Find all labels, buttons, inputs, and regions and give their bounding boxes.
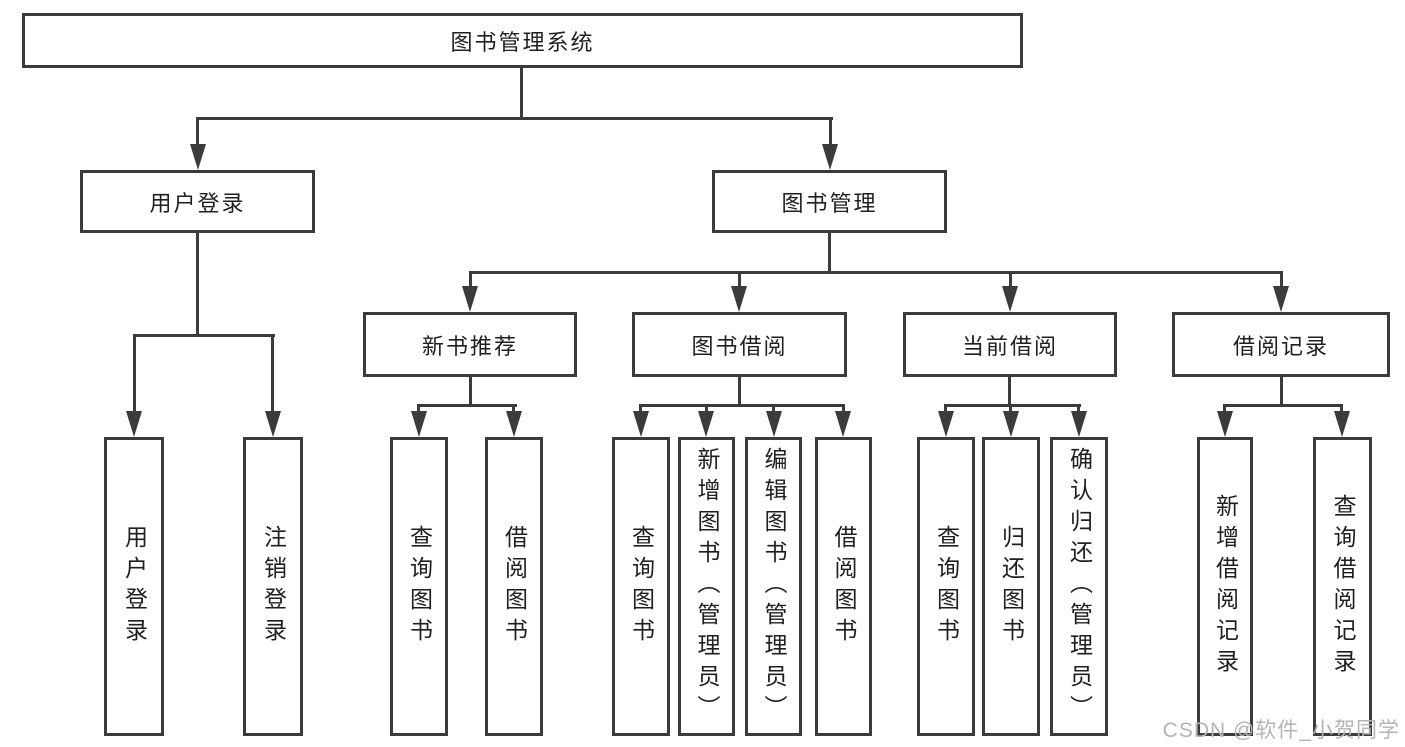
node-library-management-system: 图书管理系统 [22, 13, 1023, 68]
arrow-down-icon [835, 411, 851, 437]
connector-root-stem [520, 68, 523, 120]
connector-level3-rail [469, 271, 1283, 274]
leaf-logout: 注销登录 [243, 437, 303, 736]
arrow-down-icon [822, 144, 838, 170]
connector-stem [512, 404, 515, 416]
leaf-borrow-books: 借阅图书 [815, 437, 872, 736]
leaf-query-borrow-record: 查询借阅记录 [1313, 437, 1372, 736]
arrow-down-icon [462, 286, 478, 312]
arrow-down-icon [1217, 411, 1233, 437]
connector-stem [417, 404, 420, 416]
connector-stem [772, 404, 775, 416]
connector-stem [271, 334, 274, 414]
connector-stem [1077, 404, 1080, 416]
connector-stem [738, 377, 741, 407]
connector-stem [469, 377, 472, 407]
arrow-down-icon [265, 411, 281, 437]
arrow-down-icon [766, 411, 782, 437]
arrow-down-icon [1273, 286, 1289, 312]
node-new-book-recommend: 新书推荐 [363, 312, 577, 377]
connector-rail [133, 334, 275, 337]
connector-stem [1223, 404, 1226, 416]
connector-rail [944, 404, 1081, 407]
leaf-query-books: 查询图书 [917, 437, 975, 736]
leaf-query-books: 查询图书 [390, 437, 448, 736]
connector-stem [133, 334, 136, 414]
connector-stem [469, 271, 472, 287]
connector-stem [738, 271, 741, 287]
arrow-down-icon [1002, 286, 1018, 312]
connector-stem [1280, 377, 1283, 407]
connector-stem [196, 233, 199, 337]
node-borrowing-records: 借阅记录 [1172, 312, 1390, 377]
node-book-management: 图书管理 [712, 170, 947, 233]
connector-level2-rail [196, 117, 833, 120]
arrow-down-icon [411, 411, 427, 437]
arrow-down-icon [1334, 411, 1350, 437]
connector-stem [639, 404, 642, 416]
arrow-down-icon [1071, 411, 1087, 437]
arrow-down-icon [126, 411, 142, 437]
connector-stem [842, 404, 845, 416]
leaf-return-books: 归还图书 [982, 437, 1040, 736]
connector-stem [1009, 404, 1012, 416]
connector-rail [639, 404, 845, 407]
arrow-down-icon [633, 411, 649, 437]
connector-stem [1009, 271, 1012, 287]
connector-stem [829, 117, 832, 147]
leaf-query-books: 查询图书 [612, 437, 670, 736]
connector-stem [705, 404, 708, 416]
arrow-down-icon [731, 286, 747, 312]
arrow-down-icon [506, 411, 522, 437]
connector-stem [828, 233, 831, 274]
csdn-watermark: CSDN @软件_小贺同学 [1162, 719, 1400, 742]
connector-stem [1340, 404, 1343, 416]
arrow-down-icon [938, 411, 954, 437]
leaf-edit-books-admin: 编辑图书（管理员） [745, 437, 802, 736]
connector-stem [944, 404, 947, 416]
leaf-confirm-return-admin: 确认归还（管理员） [1050, 437, 1108, 736]
leaf-add-borrow-record: 新增借阅记录 [1197, 437, 1253, 736]
arrow-down-icon [190, 144, 206, 170]
connector-stem [1280, 271, 1283, 287]
node-book-borrowing: 图书借阅 [632, 312, 847, 377]
connector-rail [1223, 404, 1343, 407]
node-user-login: 用户登录 [80, 170, 315, 233]
arrow-down-icon [1003, 411, 1019, 437]
connector-stem [1008, 377, 1011, 407]
leaf-add-books-admin: 新增图书（管理员） [678, 437, 735, 736]
leaf-user-login: 用户登录 [104, 437, 164, 736]
connector-rail [417, 404, 517, 407]
node-current-borrowing: 当前借阅 [903, 312, 1117, 377]
connector-stem [196, 117, 199, 147]
leaf-borrow-books: 借阅图书 [485, 437, 543, 736]
arrow-down-icon [698, 411, 714, 437]
